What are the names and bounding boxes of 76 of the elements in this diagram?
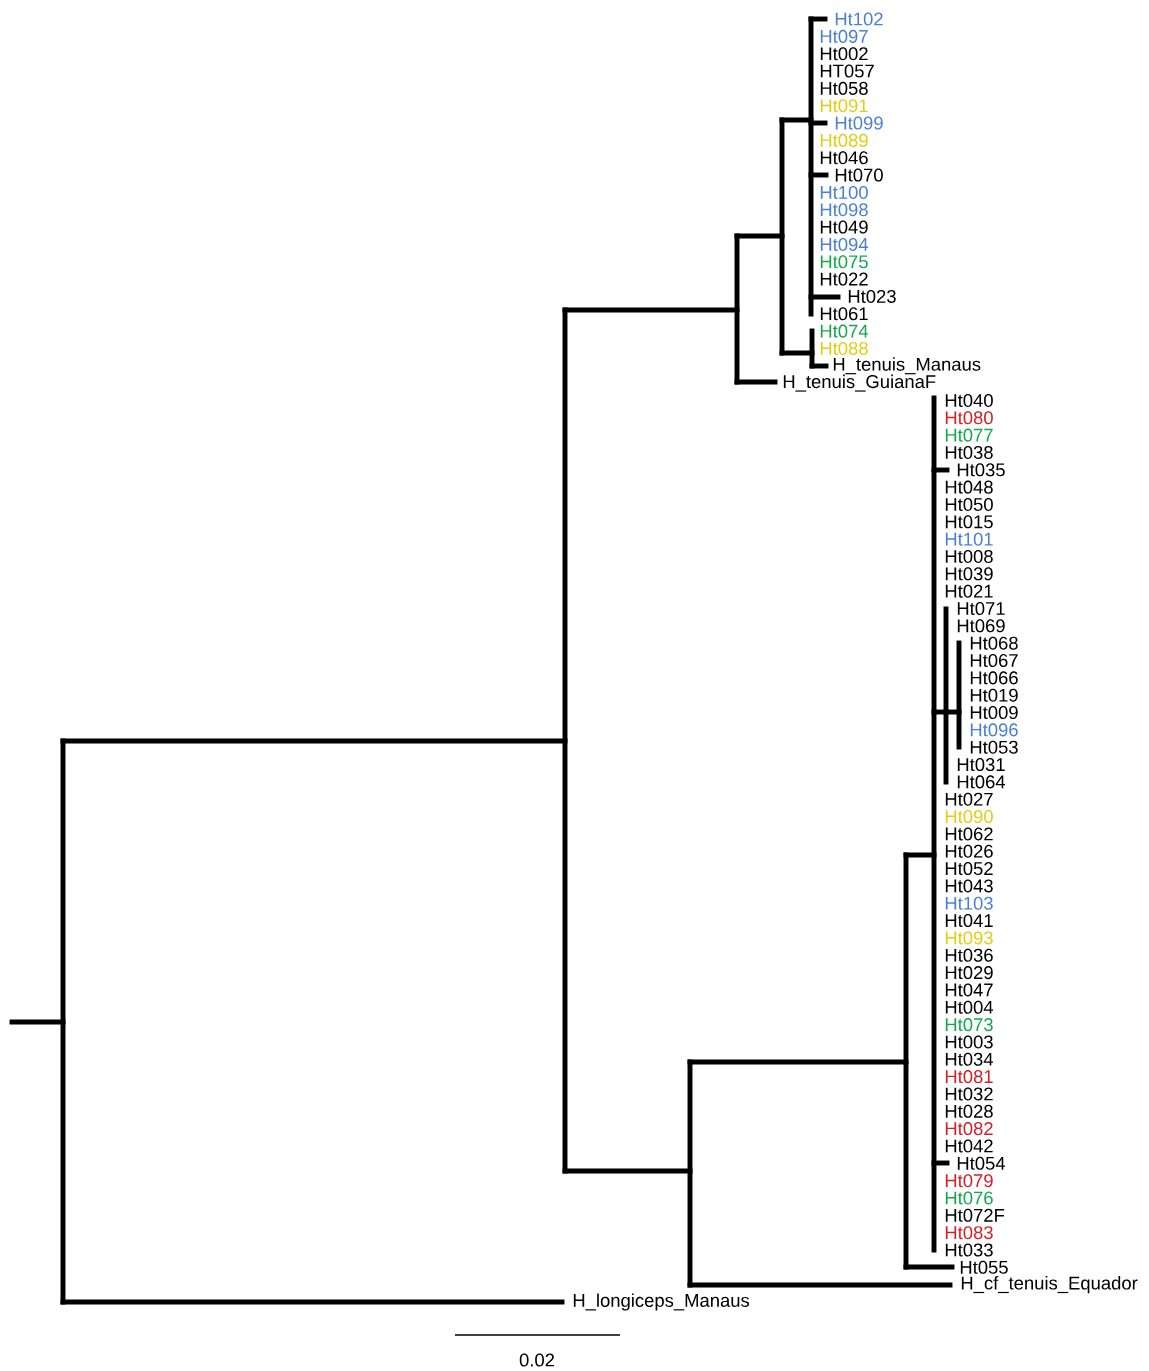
- tip-label: Ht031: [957, 758, 1005, 772]
- tip-label: Ht058: [820, 81, 868, 95]
- tip-label: Ht038: [945, 445, 993, 459]
- tip-label: H_longiceps_Manaus: [573, 1293, 750, 1311]
- tip-label: Ht009: [970, 706, 1018, 720]
- tip-label: Ht068: [970, 636, 1018, 650]
- tip-label: Ht023: [848, 289, 896, 303]
- tip-label: Ht035: [957, 463, 1005, 477]
- tip-label: Ht022: [820, 272, 868, 286]
- tip-label: Ht102: [835, 12, 883, 26]
- tip-label: Ht101: [945, 532, 993, 546]
- tip-label: Ht073: [945, 1018, 993, 1032]
- tip-label: Ht053: [970, 740, 1018, 754]
- tip-label: Ht019: [970, 688, 1018, 702]
- tip-label: Ht041: [945, 914, 993, 928]
- tip-label: Ht008: [945, 549, 993, 563]
- tip-label: H_tenuis_GuianaF: [783, 374, 936, 392]
- tip-label: Ht036: [945, 948, 993, 962]
- tip-label: HT057: [820, 64, 874, 78]
- tip-label: Ht021: [945, 584, 993, 598]
- tip-label: Ht076: [945, 1191, 993, 1205]
- tip-label: Ht048: [945, 480, 993, 494]
- tip-label: Ht047: [945, 983, 993, 997]
- tip-label: Ht069: [957, 619, 1005, 633]
- tip-label: Ht042: [945, 1139, 993, 1153]
- tip-label: Ht091: [820, 99, 868, 113]
- tip-label: Ht033: [945, 1243, 993, 1257]
- tip-label: Ht070: [835, 168, 883, 182]
- tip-label: Ht071: [957, 602, 1005, 616]
- tip-label: Ht039: [945, 567, 993, 581]
- tip-label: Ht055: [960, 1260, 1008, 1274]
- tip-label: Ht099: [835, 116, 883, 130]
- tip-label: Ht096: [970, 723, 1018, 737]
- tip-label: Ht062: [945, 827, 993, 841]
- tip-label: Ht052: [945, 862, 993, 876]
- tip-label: Ht064: [957, 775, 1005, 789]
- tip-label: Ht054: [957, 1156, 1005, 1170]
- tip-label: Ht083: [945, 1226, 993, 1240]
- tip-label: Ht002: [820, 47, 868, 61]
- tip-label: Ht067: [970, 654, 1018, 668]
- tip-label: Ht034: [945, 1052, 993, 1066]
- tip-label: Ht061: [820, 307, 868, 321]
- tip-label: H_tenuis_Manaus: [833, 357, 981, 375]
- tip-label: Ht040: [945, 393, 993, 407]
- tip-label: Ht074: [820, 324, 868, 338]
- tip-label: Ht032: [945, 1087, 993, 1101]
- tip-label: Ht088: [820, 341, 868, 355]
- tip-label: Ht089: [820, 133, 868, 147]
- tip-label: Ht075: [820, 255, 868, 269]
- tip-label: Ht029: [945, 966, 993, 980]
- tip-label: Ht103: [945, 896, 993, 910]
- tip-label: Ht097: [820, 29, 868, 43]
- tip-label: Ht082: [945, 1122, 993, 1136]
- tip-label: Ht049: [820, 220, 868, 234]
- tip-label: Ht050: [945, 497, 993, 511]
- tip-label: Ht098: [820, 203, 868, 217]
- tip-label: Ht081: [945, 1070, 993, 1084]
- tip-label: Ht046: [820, 151, 868, 165]
- tip-label: Ht066: [970, 671, 1018, 685]
- tip-label: Ht015: [945, 515, 993, 529]
- tip-label: Ht043: [945, 879, 993, 893]
- tip-label: Ht080: [945, 411, 993, 425]
- tip-label: Ht072F: [945, 1208, 1005, 1222]
- tip-label: Ht100: [820, 185, 868, 199]
- tip-label: Ht027: [945, 792, 993, 806]
- tip-label: Ht026: [945, 844, 993, 858]
- tip-label: Ht094: [820, 237, 868, 251]
- tip-label: Ht004: [945, 1000, 993, 1014]
- tip-label: Ht077: [945, 428, 993, 442]
- tip-label: Ht003: [945, 1035, 993, 1049]
- tip-label: Ht093: [945, 931, 993, 945]
- scale-label: 0.02: [519, 1353, 554, 1367]
- tip-label: H_cf_tenuis_Equador: [961, 1276, 1138, 1294]
- tip-label: Ht090: [945, 810, 993, 824]
- tip-label: Ht028: [945, 1104, 993, 1118]
- tip-label: Ht079: [945, 1174, 993, 1188]
